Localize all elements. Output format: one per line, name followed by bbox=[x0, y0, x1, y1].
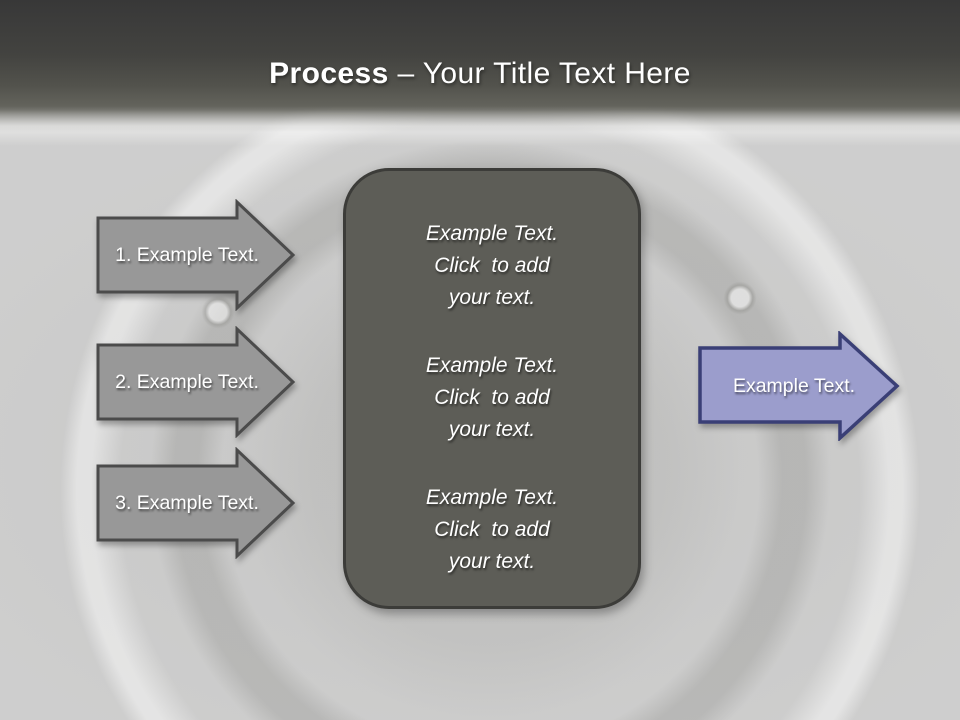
process-step-2-label: 2. Example Text. bbox=[115, 370, 259, 393]
text-line: Example Text. bbox=[425, 354, 559, 377]
text-placeholder-2: Example Text. Click to add your text. bbox=[346, 350, 638, 446]
content-text-box[interactable]: Example Text. Click to add your text. Ex… bbox=[343, 168, 641, 609]
title-keyword: Process bbox=[269, 57, 389, 90]
header-highlight bbox=[0, 110, 960, 146]
process-step-2-arrow[interactable]: 2. Example Text. bbox=[96, 326, 296, 438]
page-title: Process – Your Title Text Here bbox=[0, 57, 960, 91]
text-line: your text. bbox=[448, 418, 536, 441]
process-step-3-label: 3. Example Text. bbox=[115, 491, 259, 514]
result-arrow-label: Example Text. bbox=[732, 374, 856, 397]
right-arrow-shape bbox=[96, 447, 296, 559]
result-arrow[interactable]: Example Text. bbox=[698, 331, 900, 441]
text-placeholder-3: Example Text. Click to add your text. bbox=[346, 482, 638, 578]
right-arrow-shape bbox=[96, 326, 296, 438]
right-arrow-shape bbox=[96, 199, 296, 311]
text-line: Example Text. bbox=[425, 486, 559, 509]
title-subtitle: – Your Title Text Here bbox=[388, 57, 691, 90]
text-line: your text. bbox=[448, 286, 536, 309]
text-line: Click to add bbox=[434, 518, 550, 541]
text-placeholder-1: Example Text. Click to add your text. bbox=[346, 218, 638, 314]
text-line: Click to add bbox=[434, 386, 550, 409]
text-line: Click to add bbox=[434, 254, 550, 277]
process-step-3-arrow[interactable]: 3. Example Text. bbox=[96, 447, 296, 559]
text-line: your text. bbox=[448, 550, 536, 573]
process-step-1-arrow[interactable]: 1. Example Text. bbox=[96, 199, 296, 311]
right-arrow-shape bbox=[698, 331, 900, 441]
process-step-1-label: 1. Example Text. bbox=[115, 243, 259, 266]
text-line: Example Text. bbox=[425, 222, 559, 245]
